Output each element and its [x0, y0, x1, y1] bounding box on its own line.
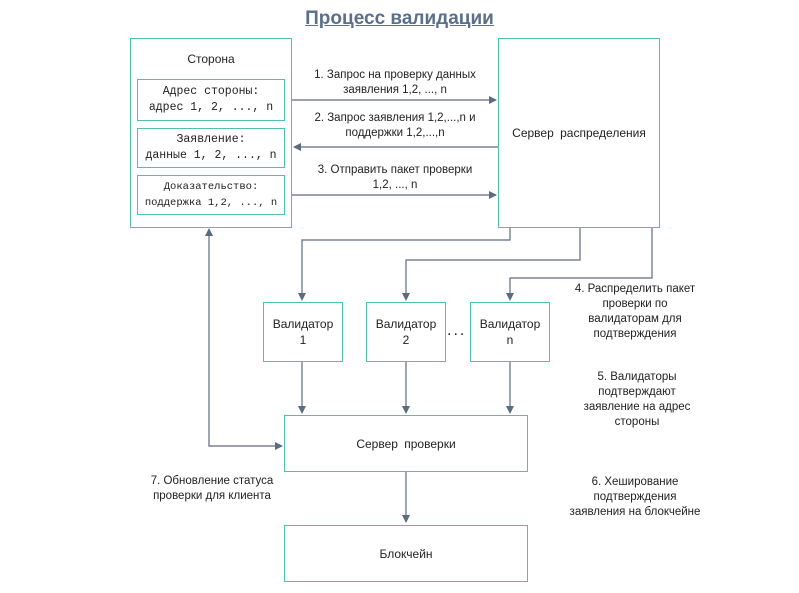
step-5-line-1: 5. Валидаторы [597, 371, 677, 383]
blockchain-box [284, 525, 528, 582]
step-5-line-4: стороны [614, 416, 660, 428]
verification-server-label: Сервер проверки [356, 436, 456, 451]
step-1-line-2: заявления 1,2, ..., n [343, 84, 447, 96]
step-7-label: 7. Обновление статуса проверки для клиен… [132, 474, 292, 504]
party-address-line-1: Адрес стороны: [162, 85, 260, 98]
validator-1-line-1: Валидатор [272, 317, 334, 331]
step-3-line-2: 1,2, ..., n [372, 179, 418, 191]
step-2-label: 2. Запрос заявления 1,2,...,n и поддержк… [296, 111, 494, 141]
step-4-line-3: валидаторам для [588, 313, 682, 325]
party-address-line-2: адрес 1, 2, ..., n [148, 101, 274, 114]
validator-1-label: Валидатор 1 [263, 302, 343, 362]
party-proof-box [137, 175, 285, 215]
step-3-line-1: 3. Отправить пакет проверки [317, 164, 473, 176]
party-statement-line-1: Заявление: [176, 133, 246, 146]
step-1-line-1: 1. Запрос на проверку данных [314, 69, 476, 81]
party-proof-text: Доказательство: поддержка 1,2, ..., n [137, 175, 285, 215]
validator-n-line-1: Валидатор [479, 317, 541, 331]
arrow-step-7 [205, 228, 283, 450]
step-6-line-3: заявления на блокчейне [569, 506, 701, 518]
step-4-label: 4. Распределить пакет проверки по валида… [560, 282, 710, 342]
diagram-title: Процесс валидации [305, 8, 494, 29]
validator-1-line-2: 1 [299, 333, 307, 347]
validator-2-label: Валидатор 2 [366, 302, 446, 362]
step-6-line-1: 6. Хеширование [591, 476, 679, 488]
party-proof-line-2: поддержка 1,2, ..., n [144, 197, 278, 209]
arrow-to-validator-1 [298, 228, 511, 301]
validator-2-line-1: Валидатор [375, 317, 437, 331]
validator-2-line-2: 2 [402, 333, 410, 347]
validator-n-line-2: n [506, 333, 514, 347]
party-address-box [137, 79, 285, 121]
validator-2-box [366, 302, 446, 362]
step-6-line-2: подтверждения [593, 491, 677, 503]
party-statement-box [137, 128, 285, 168]
step-3-label: 3. Отправить пакет проверки 1,2, ..., n [296, 163, 494, 193]
step-1-label: 1. Запрос на проверку данных заявления 1… [296, 68, 494, 98]
arrow-to-validator-n [506, 228, 653, 301]
validator-1-box [263, 302, 343, 362]
distribution-server-label: Сервер распределения [512, 126, 646, 140]
step-7-line-1: 7. Обновление статуса [150, 475, 274, 487]
step-4-line-1: 4. Распределить пакет [574, 283, 696, 295]
step-4-line-4: подтверждения [593, 328, 677, 340]
step-2-line-2: поддержки 1,2,...,n [345, 127, 445, 139]
step-6-label: 6. Хеширование подтверждения заявления н… [550, 475, 720, 520]
blockchain-label: Блокчейн [379, 546, 433, 561]
party-statement-line-2: данные 1, 2, ..., n [145, 149, 277, 162]
validator-n-label: Валидатор n [470, 302, 550, 362]
step-5-label: 5. Валидаторы подтверждают заявление на … [562, 370, 712, 430]
step-5-line-2: подтверждают [598, 386, 676, 398]
distribution-server-box [498, 38, 660, 228]
party-proof-line-1: Доказательство: [163, 181, 259, 193]
validator-n-box [470, 302, 550, 362]
validators-ellipsis: ... [447, 322, 467, 339]
party-title: Сторона [187, 52, 235, 66]
party-address-text: Адрес стороны: адрес 1, 2, ..., n [137, 79, 285, 121]
step-7-line-2: проверки для клиента [153, 490, 271, 502]
step-4-line-2: проверки по [602, 298, 668, 310]
party-statement-text: Заявление: данные 1, 2, ..., n [137, 128, 285, 168]
step-2-line-1: 2. Запрос заявления 1,2,...,n и [314, 112, 476, 124]
arrow-to-validator-2 [402, 228, 581, 301]
verification-server-box [284, 415, 528, 472]
step-5-line-3: заявление на адрес [583, 401, 691, 413]
